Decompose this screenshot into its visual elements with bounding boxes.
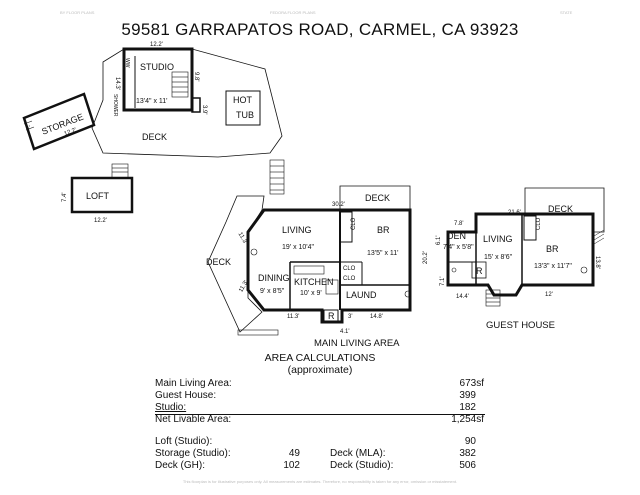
main-bottom-dim-3: 4.1' bbox=[340, 329, 350, 335]
main-stairs bbox=[269, 159, 285, 195]
living-dim: 19' x 10'4" bbox=[282, 244, 315, 251]
guest-dim-right: 13.8' bbox=[594, 256, 600, 269]
calc-value-guest: 399 bbox=[459, 390, 476, 401]
studio-dim: 13'4" x 11' bbox=[136, 98, 168, 105]
header-small-left: BY FLOOR PLANS bbox=[60, 10, 95, 15]
studio-deck-label: DECK bbox=[142, 132, 167, 142]
calc-label-deck-studio: Deck (Studio): bbox=[330, 460, 394, 471]
guest-living-dim: 15' x 8'6" bbox=[484, 254, 513, 261]
main-deck-outline bbox=[207, 195, 265, 333]
calc-title-line-2: (approximate) bbox=[287, 364, 353, 376]
calc-value-storage: 49 bbox=[288, 448, 300, 459]
den-label: DEN bbox=[447, 231, 466, 241]
dining-dim: 9' x 8'5" bbox=[260, 288, 285, 295]
kitchen-dim: 10' x 9' bbox=[300, 290, 322, 297]
calc-label-deck-mla: Deck (MLA): bbox=[330, 448, 386, 459]
calc-value-main: 673sf bbox=[459, 378, 484, 389]
calc-value-deck-mla: 382 bbox=[459, 448, 476, 459]
storage-label: STORAGE bbox=[40, 112, 85, 137]
loft-stairs bbox=[111, 163, 129, 179]
loft-room bbox=[70, 176, 134, 214]
storage-height-dim: 4' bbox=[25, 125, 31, 132]
storage-room bbox=[22, 92, 96, 151]
loft-width-dim: 12.2' bbox=[94, 218, 107, 224]
main-clo-1: CLO bbox=[351, 217, 357, 230]
studio-width-dim: 12.2' bbox=[150, 42, 163, 48]
guest-deck-label: DECK bbox=[548, 204, 573, 214]
main-left-dim-1: 11.3' bbox=[237, 232, 248, 246]
dining-label: DINING bbox=[258, 273, 290, 283]
ww-label: WW bbox=[124, 58, 130, 68]
guest-r-label: R bbox=[476, 266, 483, 276]
guest-dim-top: 21.6' bbox=[508, 210, 521, 216]
guest-br-dim: 13'3" x 11'7" bbox=[534, 263, 572, 270]
calc-label-loft: Loft (Studio): bbox=[155, 436, 213, 447]
main-right-dim: 20.2' bbox=[423, 251, 429, 264]
guest-house-wall bbox=[446, 212, 595, 297]
living-label: LIVING bbox=[282, 225, 312, 235]
kitchen-label: KITCHEN bbox=[294, 277, 334, 287]
calc-label-guest: Guest House: bbox=[155, 390, 217, 401]
main-deck-top-label: DECK bbox=[365, 193, 390, 203]
guest-house-area-label: GUEST HOUSE bbox=[486, 320, 555, 331]
calc-label-studio: Studio: bbox=[155, 402, 187, 413]
header-small-center: FEDORA FLOOR PLANS bbox=[270, 10, 316, 15]
guest-clo: CLO bbox=[536, 217, 542, 230]
main-living-area-label: MAIN LIVING AREA bbox=[314, 338, 400, 349]
area-calculations-title: AREA CALCULATIONS (approximate) bbox=[210, 352, 430, 376]
main-deck-left-label: DECK bbox=[206, 257, 231, 267]
calc-value-studio: 182 bbox=[459, 402, 476, 413]
br-label: BR bbox=[377, 225, 390, 235]
br-dim: 13'5" x 11' bbox=[367, 250, 399, 257]
main-bottom-dim-2: 14.8' bbox=[370, 314, 383, 320]
calc-label-deck-gh: Deck (GH): bbox=[155, 460, 205, 471]
calc-title-line-1: AREA CALCULATIONS bbox=[264, 352, 376, 364]
property-address: 59581 GARRAPATOS ROAD, CARMEL, CA 93923 bbox=[121, 20, 519, 39]
main-left-dim-2: 11.3' bbox=[238, 280, 249, 294]
loft-label: LOFT bbox=[86, 191, 110, 201]
loft-height-dim: 7.4' bbox=[62, 193, 68, 203]
studio-stairs bbox=[171, 71, 189, 98]
guest-dim-bottom-left: 14.4' bbox=[456, 294, 469, 300]
main-bottom-dim-4: 3' bbox=[348, 314, 352, 320]
laund-label: LAUND bbox=[346, 290, 377, 300]
guest-br-label: BR bbox=[546, 244, 559, 254]
calc-value-loft: 90 bbox=[464, 436, 476, 447]
calc-value-net: 1,254sf bbox=[451, 414, 484, 425]
studio-room-wall bbox=[122, 47, 194, 112]
calc-underline bbox=[155, 414, 485, 415]
storage-width-dim: 12.2' bbox=[63, 127, 77, 137]
guest-living-label: LIVING bbox=[483, 234, 513, 244]
calc-label-net: Net Livable Area: bbox=[155, 414, 232, 425]
shower-label: SHOWER bbox=[112, 94, 118, 117]
main-house-wall bbox=[246, 208, 412, 324]
calc-value-deck-gh: 102 bbox=[283, 460, 300, 471]
studio-label: STUDIO bbox=[140, 62, 174, 72]
calc-value-deck-studio: 506 bbox=[459, 460, 476, 471]
hot-tub bbox=[225, 90, 261, 126]
main-top-dim: 30.2' bbox=[332, 202, 345, 208]
den-dim: 7'4" x 5'8" bbox=[443, 244, 474, 251]
main-clo-2: CLO bbox=[343, 266, 356, 272]
stair-dim: 9.8' bbox=[193, 72, 199, 82]
main-clo-3: CLO bbox=[343, 276, 356, 282]
hot-tub-label-2: TUB bbox=[236, 110, 254, 120]
small-dim: 3.9' bbox=[201, 105, 207, 115]
studio-deck-outline bbox=[91, 48, 283, 158]
main-r-label: R bbox=[328, 311, 335, 321]
calc-label-main: Main Living Area: bbox=[155, 378, 232, 389]
footer-disclaimer: This floorplan is for illustrative purpo… bbox=[182, 479, 458, 484]
guest-dim-left-2: 7.1' bbox=[440, 277, 446, 287]
guest-dim-bottom: 12' bbox=[545, 292, 553, 298]
hot-tub-label-1: HOT bbox=[233, 95, 253, 105]
header-small-right: STATE bbox=[560, 10, 573, 15]
guest-dim-left: 6.1' bbox=[436, 236, 442, 246]
guest-dim-top-left: 7.8' bbox=[454, 221, 464, 227]
calc-label-storage: Storage (Studio): bbox=[155, 448, 231, 459]
studio-height-dim: 14.3' bbox=[114, 77, 120, 90]
main-bottom-dim-1: 11.3' bbox=[287, 314, 299, 320]
